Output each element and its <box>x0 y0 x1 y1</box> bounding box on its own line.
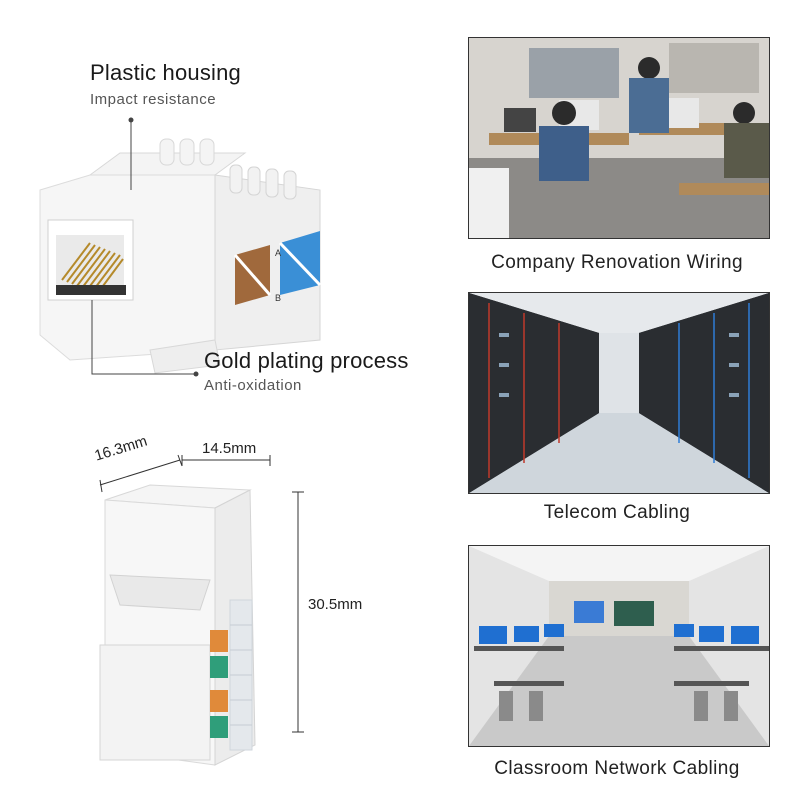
caption-telecom: Telecom Cabling <box>543 502 691 523</box>
datacenter-photo <box>468 292 770 494</box>
housing-subtitle: Impact resistance <box>90 91 217 108</box>
keystone-jack-illustration <box>39 138 322 374</box>
dimension-lines <box>99 454 304 733</box>
caption-office: Company Renovation Wiring <box>491 252 743 273</box>
wire-label-a: A <box>275 248 282 258</box>
keystone-jack-dimensioned <box>99 484 256 766</box>
office-photo <box>468 37 770 239</box>
callout-lines <box>91 117 199 377</box>
wire-label-b: B <box>275 293 282 303</box>
dimension-width-b: 14.5mm <box>202 440 257 457</box>
housing-title: Plastic housing <box>90 60 241 85</box>
classroom-photo <box>468 545 770 747</box>
dimension-height: 30.5mm <box>308 596 363 613</box>
gold-title: Gold plating process <box>204 348 409 373</box>
caption-classroom: Classroom Network Cabling <box>494 758 740 779</box>
gold-subtitle: Anti-oxidation <box>204 377 302 394</box>
